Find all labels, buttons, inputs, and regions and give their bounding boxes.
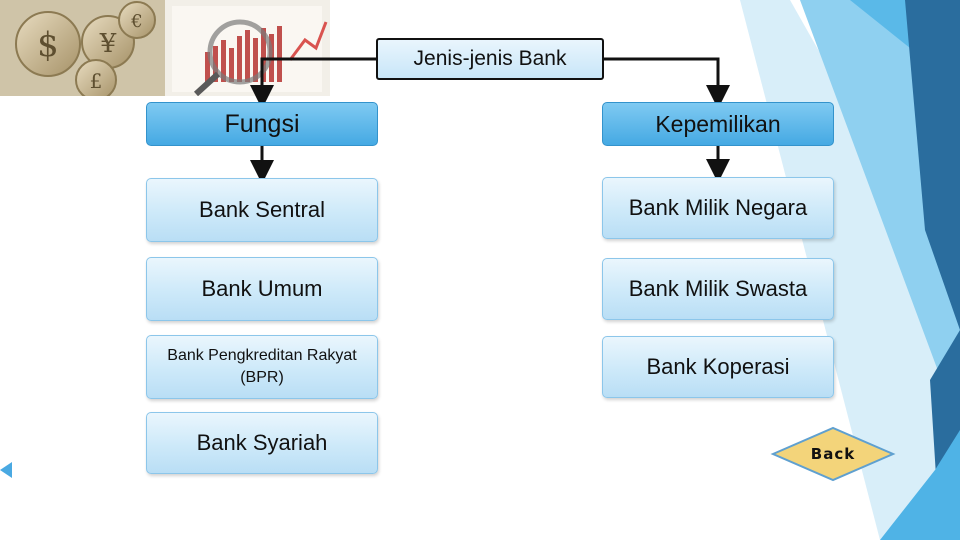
back-button[interactable]: Back: [770, 425, 896, 483]
item-bank-milik-negara: Bank Milik Negara: [602, 177, 834, 239]
back-button-label: Back: [810, 445, 856, 463]
magnifier-icon: [207, 19, 273, 85]
dollar-coin-icon: [15, 11, 81, 77]
item-label: Bank Milik Swasta: [628, 276, 808, 301]
money-chart-photo: $ ¥ € £: [0, 0, 330, 96]
pound-coin-icon: [75, 59, 117, 96]
category-kepemilikan-label: Kepemilikan: [655, 110, 781, 137]
trend-arrow-icon: [288, 21, 328, 61]
connector-root-to-kepemilikan: [604, 57, 730, 109]
item-bank-pengkreditan-rakyat: Bank Pengkreditan Rakyat (BPR): [146, 335, 378, 399]
item-label: Bank Sentral: [199, 197, 325, 222]
item-label: Bank Pengkreditan Rakyat (BPR): [167, 347, 357, 386]
category-fungsi: Fungsi: [146, 102, 378, 146]
deco-triangle-left: [0, 462, 12, 478]
item-label: Bank Milik Negara: [628, 195, 808, 220]
item-bank-umum: Bank Umum: [146, 257, 378, 321]
diamond-shape-icon: [770, 426, 896, 482]
item-bank-milik-swasta: Bank Milik Swasta: [602, 258, 834, 320]
item-label: Bank Syariah: [196, 430, 328, 455]
category-kepemilikan: Kepemilikan: [602, 102, 834, 146]
root-node: Jenis-jenis Bank: [376, 38, 604, 80]
item-label: Bank Umum: [201, 276, 323, 301]
svg-text:$: $: [37, 25, 59, 65]
item-bank-koperasi: Bank Koperasi: [602, 336, 834, 398]
svg-text:€: €: [130, 11, 142, 32]
euro-coin-icon: [118, 1, 156, 39]
deco-shape-dark: [905, 0, 960, 330]
root-label: Jenis-jenis Bank: [413, 47, 567, 70]
category-fungsi-label: Fungsi: [224, 109, 300, 138]
svg-text:£: £: [90, 69, 103, 93]
deco-shape-cyan-bottom: [880, 430, 960, 540]
item-bank-syariah: Bank Syariah: [146, 412, 378, 474]
item-bank-sentral: Bank Sentral: [146, 178, 378, 242]
connector-root-to-fungsi: [250, 57, 376, 109]
item-label: Bank Koperasi: [646, 354, 790, 379]
svg-text:¥: ¥: [99, 29, 117, 59]
